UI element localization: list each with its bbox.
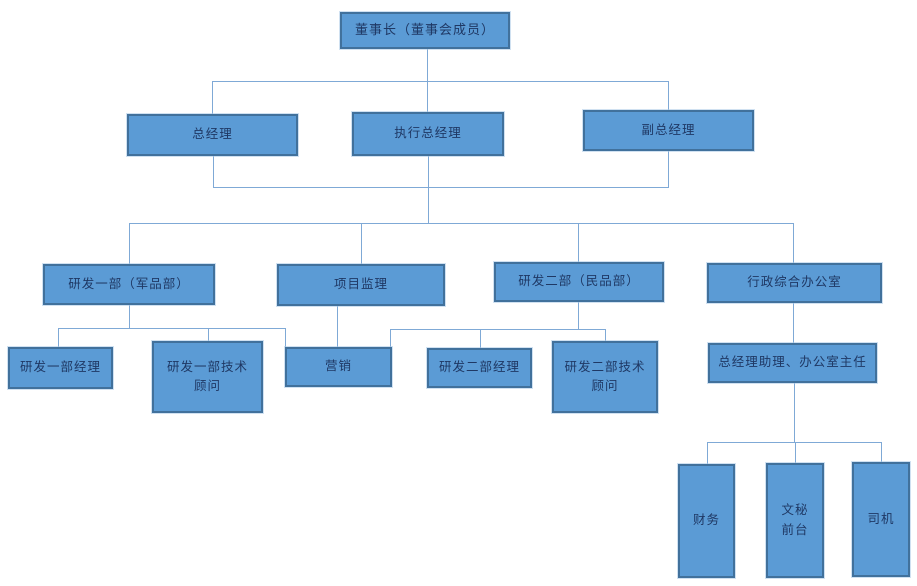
node-project-supervision[interactable]: 项目监理 <box>277 264 445 306</box>
node-secretary-front-desk[interactable]: 文秘 前台 <box>766 463 824 578</box>
connector-line <box>707 442 882 443</box>
node-rd2-tech-advisor[interactable]: 研发二部技术 顾问 <box>552 341 658 413</box>
connector-line <box>578 302 579 329</box>
connector-line <box>285 328 286 347</box>
connector-line <box>795 442 796 463</box>
connector-line <box>129 305 130 328</box>
connector-line <box>208 328 209 341</box>
connector-line <box>480 329 481 348</box>
node-executive-gm[interactable]: 执行总经理 <box>352 112 504 156</box>
connector-line <box>58 328 59 347</box>
node-marketing[interactable]: 营销 <box>285 347 392 387</box>
connector-line <box>605 329 606 341</box>
connector-line <box>337 306 338 347</box>
node-finance[interactable]: 财务 <box>678 464 735 578</box>
connector-line <box>213 187 669 188</box>
connector-line <box>793 303 794 343</box>
connector-line <box>578 223 579 262</box>
node-driver[interactable]: 司机 <box>852 462 910 577</box>
node-rd1-dept[interactable]: 研发一部（军品部） <box>43 264 215 305</box>
connector-line <box>361 223 362 264</box>
node-rd1-tech-advisor[interactable]: 研发一部技术 顾问 <box>152 341 263 413</box>
node-admin-office[interactable]: 行政综合办公室 <box>707 263 882 303</box>
connector-line <box>129 223 130 264</box>
connector-line <box>129 223 794 224</box>
node-chairman[interactable]: 董事长（董事会成员） <box>340 12 510 49</box>
connector-line <box>793 223 794 263</box>
connector-line <box>428 156 429 223</box>
node-gm-assistant-office-director[interactable]: 总经理助理、办公室主任 <box>708 343 877 383</box>
node-rd1-manager[interactable]: 研发一部经理 <box>8 347 113 389</box>
node-rd2-manager[interactable]: 研发二部经理 <box>427 348 532 388</box>
connector-line <box>668 151 669 187</box>
connector-line <box>427 48 428 112</box>
connector-line <box>212 81 213 114</box>
connector-line <box>881 442 882 462</box>
connector-line <box>213 156 214 187</box>
connector-line <box>794 383 795 442</box>
connector-line <box>58 328 286 329</box>
node-general-manager[interactable]: 总经理 <box>127 114 298 156</box>
connector-line <box>707 442 708 464</box>
connector-line <box>390 329 391 347</box>
connector-line <box>212 81 669 82</box>
connector-line <box>390 329 606 330</box>
connector-line <box>668 81 669 110</box>
node-rd2-dept[interactable]: 研发二部（民品部） <box>494 262 664 302</box>
node-deputy-gm[interactable]: 副总经理 <box>583 110 754 151</box>
